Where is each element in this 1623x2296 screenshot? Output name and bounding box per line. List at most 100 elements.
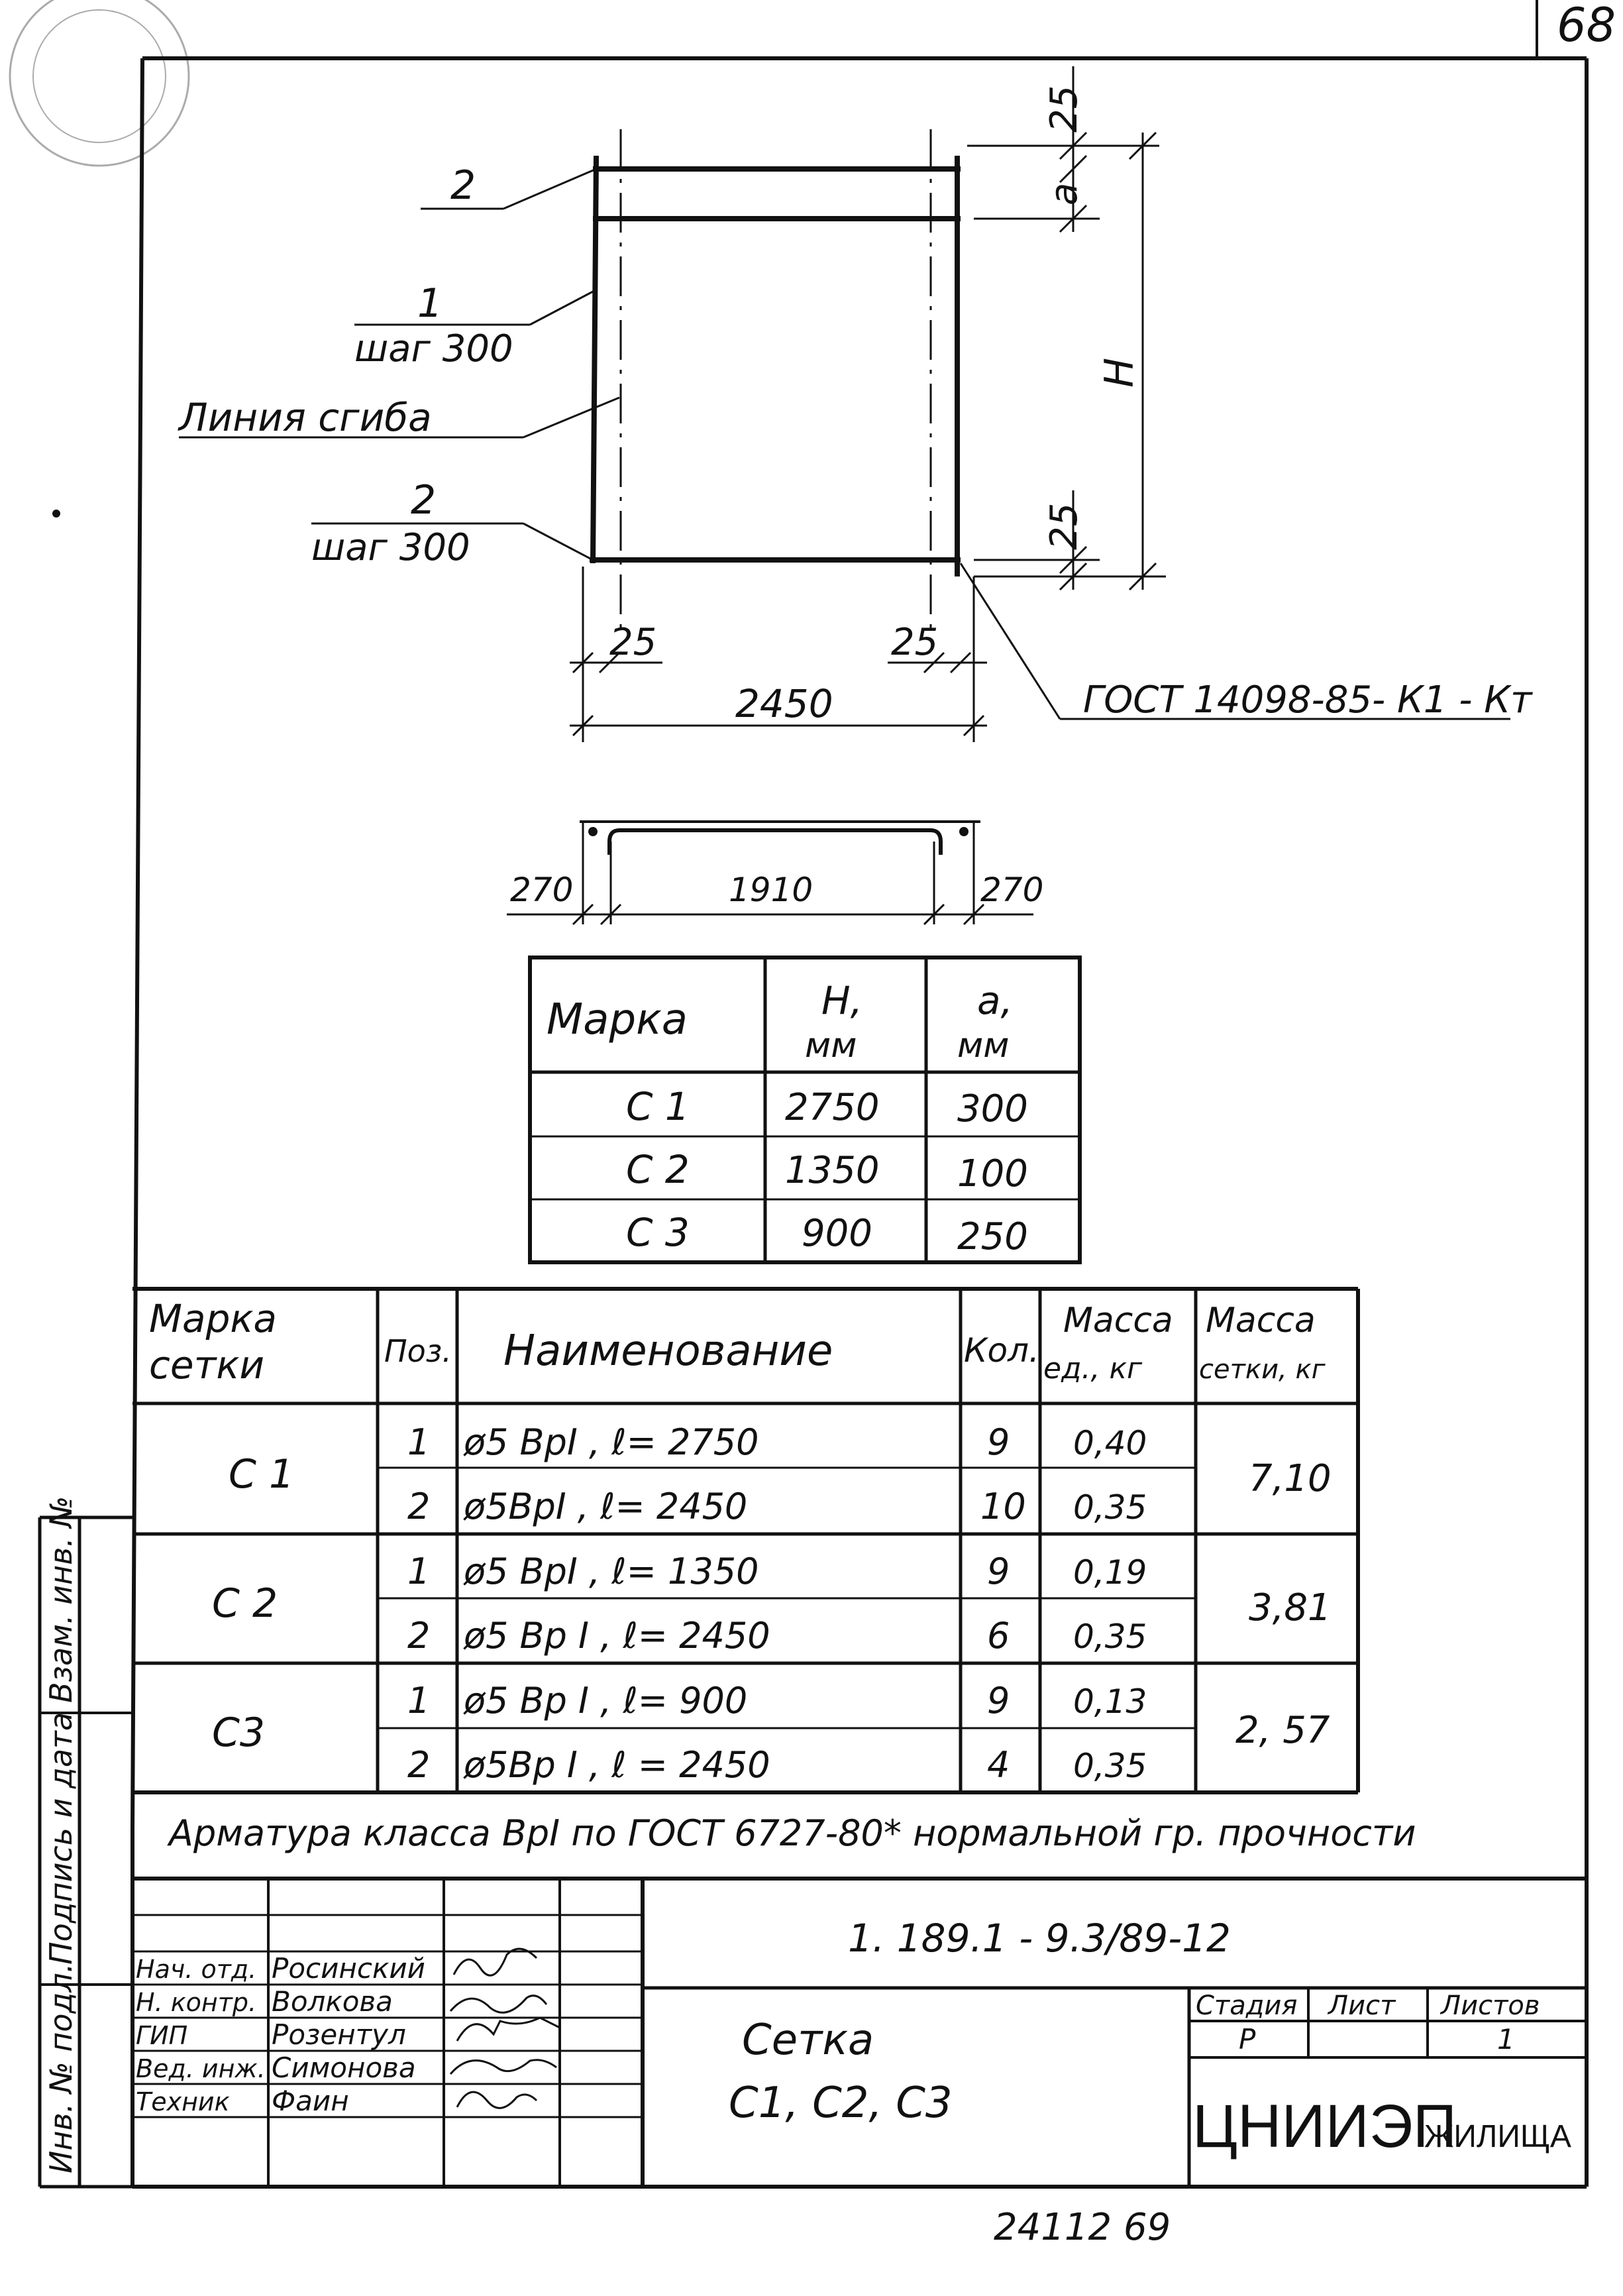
spec-group2-mark: С 2 — [212, 1580, 278, 1627]
spec-g2-r1-name: ø5 ВрI , ℓ= 1350 — [463, 1551, 759, 1592]
spec-g1-r2-qty: 10 — [980, 1486, 1026, 1527]
mesh-plan-drawing — [179, 66, 1510, 742]
spec-group1-total: 7,10 — [1249, 1457, 1332, 1500]
spec-g1-r1-unit: 0,40 — [1073, 1424, 1147, 1462]
spec-g3-r1-name: ø5 Вр I , ℓ= 900 — [463, 1680, 747, 1722]
name-3: Розентул — [272, 2018, 406, 2051]
spec-header-mark-line2: сетки — [149, 1342, 264, 1388]
reinforcement-note: Арматура класса ВрI по ГОСТ 6727-80* нор… — [167, 1812, 1416, 1854]
dim-H: H — [1096, 358, 1143, 388]
small-table-header-a: a, — [977, 978, 1013, 1023]
dim-1910: 1910 — [729, 871, 813, 909]
sheets-value: 1 — [1497, 2023, 1515, 2055]
small-table-row3-a: 250 — [957, 1215, 1028, 1258]
label-bend-line: Линия сгиба — [178, 395, 432, 440]
small-table-header-mark: Марка — [547, 995, 688, 1044]
spec-header-mass-total-line2: сетки, кг — [1199, 1354, 1326, 1385]
label-step2: шаг 300 — [311, 526, 470, 569]
sheets-label: Листов — [1440, 1991, 1540, 2021]
name-2: Волкова — [272, 1985, 393, 2018]
specification-table — [132, 1287, 1360, 1794]
spec-g3-r1-unit: 0,13 — [1073, 1682, 1147, 1721]
punch-mark — [52, 510, 60, 518]
spec-group3-mark: С3 — [212, 1710, 265, 1756]
spec-g3-r1-pos: 1 — [407, 1680, 430, 1722]
title-line2: С1, С2, С3 — [729, 2079, 953, 2128]
side-vzam-inv: Взам. инв. № — [43, 1496, 79, 1703]
title-block — [132, 1877, 1587, 2187]
small-table-row1-mark: С 1 — [626, 1084, 690, 1129]
dim-a: a — [1043, 183, 1086, 205]
label-step1: шаг 300 — [354, 327, 513, 370]
spec-g3-r2-pos: 2 — [407, 1744, 430, 1786]
organization-sub: ЖИЛИЩА — [1424, 2119, 1571, 2154]
spec-g1-r1-pos: 1 — [407, 1421, 430, 1463]
spec-g2-r2-pos: 2 — [407, 1615, 430, 1657]
small-table-header-h-unit: мм — [805, 1026, 857, 1066]
side-inv-podl: Инв. № подл. — [43, 1963, 79, 2173]
spec-g1-r1-name: ø5 ВрI , ℓ= 2750 — [463, 1421, 759, 1463]
small-table-row3-h: 900 — [802, 1212, 872, 1255]
label-pos2-top: 2 — [450, 162, 476, 209]
sheet-number: 68 — [1557, 0, 1616, 52]
signatures — [449, 1947, 560, 2109]
side-sign-date: Подпись и дата — [43, 1712, 79, 1965]
spec-g1-r2-name: ø5ВрI , ℓ= 2450 — [463, 1486, 747, 1527]
dim-25-right: 25 — [1043, 503, 1086, 550]
dimensions-table — [528, 956, 1082, 1264]
spec-header-mass-total-line1: Масса — [1206, 1301, 1316, 1340]
small-table-header-h: H, — [821, 978, 863, 1023]
spec-group2-total: 3,81 — [1249, 1586, 1332, 1629]
dim-25-left: 25 — [609, 621, 656, 664]
spec-header-mark-line1: Марка — [149, 1296, 277, 1341]
dim-25-mid: 25 — [891, 621, 938, 664]
spec-g3-r2-unit: 0,35 — [1073, 1747, 1147, 1785]
bent-section-drawing — [507, 820, 1033, 926]
spec-g2-r1-qty: 9 — [987, 1551, 1010, 1592]
stage-value: Р — [1239, 2023, 1256, 2055]
spec-g1-r2-unit: 0,35 — [1073, 1488, 1147, 1527]
role-3: ГИП — [136, 2021, 187, 2050]
spec-header-mass-unit-line2: ед., кг — [1043, 1352, 1143, 1386]
label-pos2-bottom: 2 — [411, 477, 436, 523]
sheet-label: Лист — [1327, 1991, 1396, 2021]
side-stamp — [38, 1515, 132, 2189]
spec-g2-r2-name: ø5 Вр I , ℓ= 2450 — [463, 1615, 770, 1657]
role-4: Вед. инж. — [136, 2054, 266, 2083]
bottom-number: 24112 69 — [994, 2206, 1171, 2249]
role-2: Н. контр. — [136, 1988, 256, 2017]
spec-g2-r2-unit: 0,35 — [1073, 1617, 1147, 1656]
dim-25-top: 25 — [1043, 85, 1086, 133]
archive-stamp — [9, 0, 190, 167]
spec-g2-r2-qty: 6 — [987, 1615, 1010, 1657]
small-table-row2-a: 100 — [957, 1152, 1028, 1195]
spec-header-pos: Поз. — [384, 1333, 452, 1369]
role-1: Нач. отд. — [136, 1955, 256, 1984]
small-table-row1-a: 300 — [957, 1087, 1028, 1130]
role-5: Техник — [136, 2087, 230, 2116]
spec-g3-r2-name: ø5Вр I , ℓ = 2450 — [463, 1744, 770, 1786]
small-table-row3-mark: С 3 — [626, 1210, 690, 1255]
stage-label: Стадия — [1196, 1991, 1297, 2021]
spec-group3-total: 2, 57 — [1235, 1709, 1330, 1752]
title-line1: Сетка — [742, 2016, 874, 2065]
small-table-row2-h: 1350 — [785, 1149, 880, 1192]
small-table-header-a-unit: мм — [957, 1026, 1009, 1066]
dim-270-right: 270 — [980, 871, 1043, 909]
gost-reference: ГОСТ 14098-85- К1 - Кт — [1083, 679, 1533, 722]
document-code: 1. 189.1 - 9.3/89-12 — [848, 1916, 1231, 1961]
name-5: Фаин — [272, 2085, 349, 2117]
small-table-row1-h: 2750 — [785, 1086, 880, 1129]
dim-270-left: 270 — [510, 871, 573, 909]
dim-2450: 2450 — [735, 681, 833, 726]
spec-g3-r2-qty: 4 — [987, 1744, 1010, 1786]
spec-header-qty: Кол. — [964, 1331, 1039, 1370]
spec-g2-r1-pos: 1 — [407, 1551, 430, 1592]
spec-group1-mark: С 1 — [229, 1451, 294, 1498]
small-table-row2-mark: С 2 — [626, 1147, 690, 1192]
spec-g1-r2-pos: 2 — [407, 1486, 430, 1527]
spec-g1-r1-qty: 9 — [987, 1421, 1010, 1463]
spec-header-name: Наименование — [503, 1327, 833, 1376]
name-4: Симонова — [272, 2051, 416, 2084]
